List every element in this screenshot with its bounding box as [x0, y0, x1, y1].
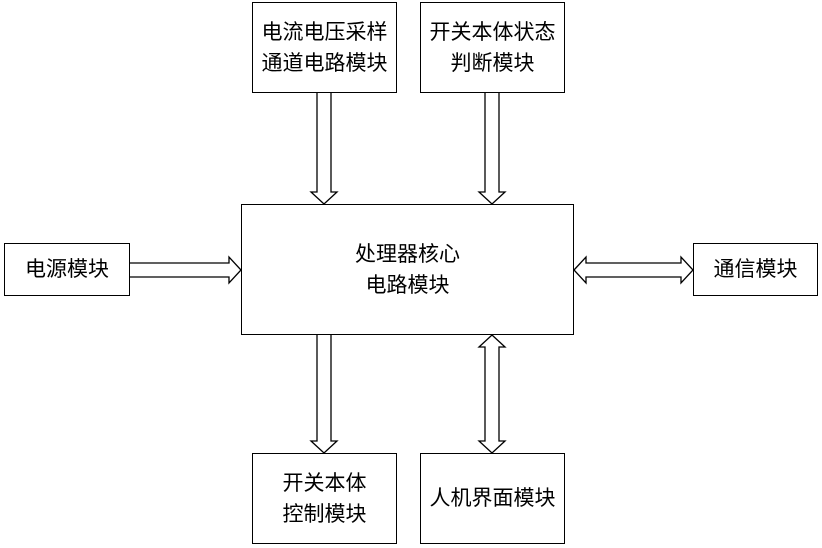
arrow-core-comm: [574, 257, 693, 283]
arrow-core-hmi: [479, 335, 505, 453]
node-core: 处理器核心 电路模块: [241, 204, 574, 335]
node-state-line1: 开关本体状态: [430, 17, 556, 47]
node-state: 开关本体状态 判断模块: [420, 2, 565, 93]
node-control-line1: 开关本体: [283, 468, 367, 498]
node-control-line2: 控制模块: [283, 499, 367, 529]
node-power: 电源模块: [4, 243, 130, 296]
arrow-power-to-core: [130, 257, 241, 283]
node-state-line2: 判断模块: [451, 48, 535, 78]
node-hmi-label: 人机界面模块: [430, 483, 556, 513]
node-power-label: 电源模块: [25, 254, 109, 284]
node-comm-label: 通信模块: [714, 254, 798, 284]
node-sampling-line1: 电流电压采样: [262, 17, 388, 47]
node-sampling-line2: 通道电路模块: [262, 48, 388, 78]
arrow-core-to-control: [311, 335, 337, 453]
node-core-line2: 电路模块: [366, 270, 450, 300]
node-hmi: 人机界面模块: [420, 453, 565, 544]
arrow-state-to-core: [479, 93, 505, 204]
node-control: 开关本体 控制模块: [252, 453, 397, 544]
node-comm: 通信模块: [693, 243, 818, 296]
node-core-line1: 处理器核心: [355, 239, 460, 269]
node-sampling: 电流电压采样 通道电路模块: [252, 2, 397, 93]
arrow-sampling-to-core: [311, 93, 337, 204]
